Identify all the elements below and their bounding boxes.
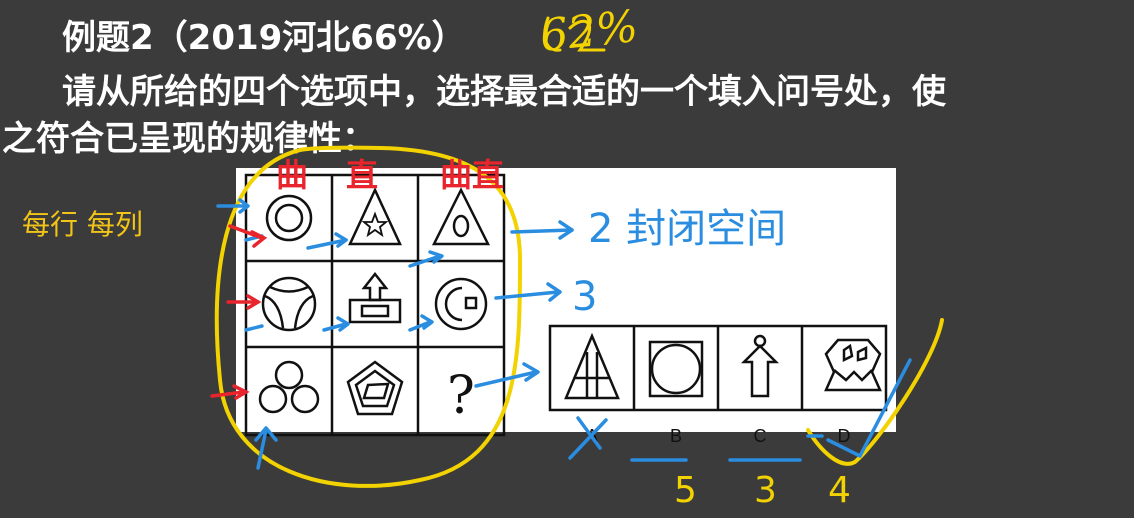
blue-annotation-strokes: [216, 198, 912, 470]
row2-handwritten-note: 3: [572, 274, 598, 320]
option-c-label[interactable]: C: [754, 426, 767, 446]
option-b-label[interactable]: B: [670, 426, 682, 446]
question-text-line2: 之符合已呈现的规律性：: [2, 119, 376, 159]
option-c-figure: [740, 334, 780, 398]
triangle-circle-icon: [431, 187, 491, 246]
question-text-line1: 请从所给的四个选项中，选择最合适的一个填入问号处，使: [62, 72, 946, 112]
rule-hint-label: 每行 每列: [22, 208, 143, 241]
option-b-count: 5: [674, 470, 697, 511]
yellow-annotation-strokes: [214, 16, 944, 488]
nested-pentagon-icon: [346, 360, 404, 416]
options-grid: [548, 324, 888, 412]
option-c-count: 3: [754, 470, 777, 511]
column1-mark: 曲: [276, 156, 309, 194]
option-d-count: 4: [828, 470, 851, 511]
matrix-circle-mark: [214, 145, 523, 488]
option-d-figure: [824, 338, 882, 392]
circle-with-arcs-icon: [261, 276, 317, 332]
page-title: 例题2（2019河北66%）: [62, 18, 466, 58]
option-d-label[interactable]: D: [838, 426, 851, 446]
concentric-circles-icon: [265, 194, 313, 242]
three-circles-icon: [258, 360, 320, 414]
option-d-check-mark: [806, 318, 944, 466]
column2-mark: 直: [346, 156, 379, 194]
column3-mark: 曲直: [440, 156, 505, 194]
option-a-figure: [564, 332, 620, 400]
red-annotation-strokes: [210, 224, 268, 400]
question-mark: ?: [447, 366, 475, 426]
row1-handwritten-note: 2 封闭空间: [588, 206, 787, 252]
arrow-platform-icon: [348, 271, 402, 324]
option-b-figure: [648, 340, 704, 398]
matrix-grid: [244, 173, 506, 437]
triangle-star-icon: [348, 187, 402, 246]
moon-in-circle-icon: [434, 277, 488, 331]
matrix-panel: [236, 168, 896, 432]
